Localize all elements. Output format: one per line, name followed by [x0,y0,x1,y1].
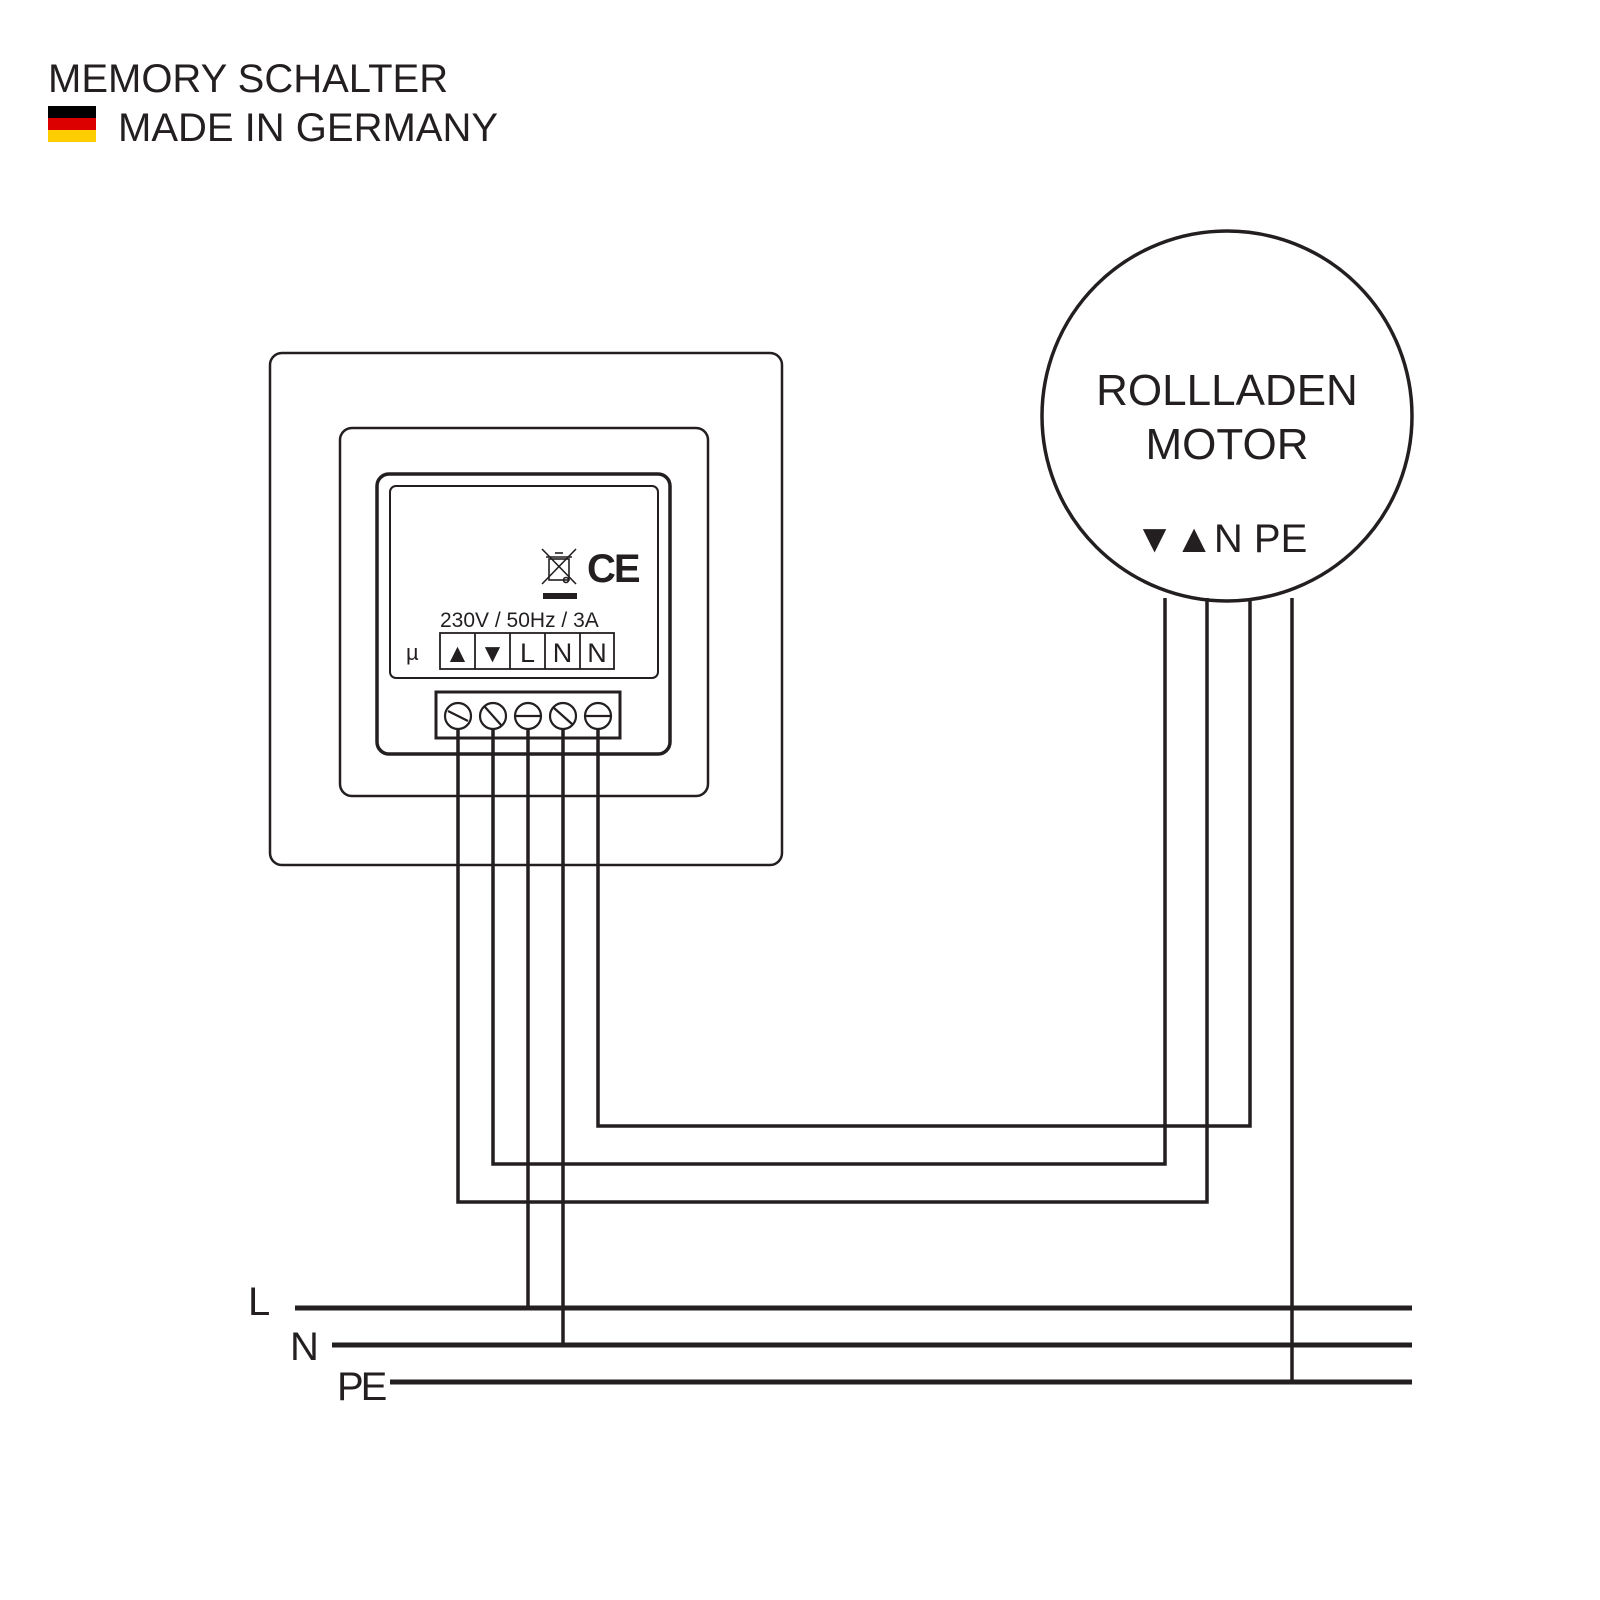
switch-inner-frame [338,426,710,798]
terminal-label-n1: N [553,638,573,668]
mains-n-label: N [290,1325,319,1369]
mains-lines [295,1305,1412,1385]
wire-n-to-motor [596,598,1252,1128]
terminal-label-strip [439,632,615,670]
mains-l-label: L [248,1280,270,1324]
wire-down-to-motor [491,598,1167,1166]
terminal-label-n2: N [587,638,607,668]
terminal-label-up: ▲ [445,638,471,668]
switch-rating: 230V / 50Hz / 3A [440,609,599,632]
crossed-out-bin-icon [541,548,577,585]
wire-up-to-motor [456,598,1209,1204]
terminal-label-l: L [520,638,535,668]
motor-title-line1: ROLLLADEN [1096,366,1358,415]
wires [456,598,1294,1382]
motor-circle [1040,229,1414,603]
switch-outer-frame [268,351,784,867]
motor-title-line2: MOTOR [1146,420,1309,469]
weee-bar [543,593,577,599]
product-title: MEMORY SCHALTER [48,57,448,101]
mains-pe-label: PE [337,1365,386,1409]
switch-insert [375,472,672,756]
german-flag-icon [48,106,96,142]
mu-symbol: µ [406,640,419,665]
made-in-germany-label: MADE IN GERMANY [118,106,498,150]
terminal-label-down: ▼ [480,638,506,668]
motor-terminals: ▼▲N PE [1135,517,1308,561]
terminal-screws [443,701,613,731]
ce-mark: CE [587,547,640,591]
switch-label-panel [389,485,659,679]
